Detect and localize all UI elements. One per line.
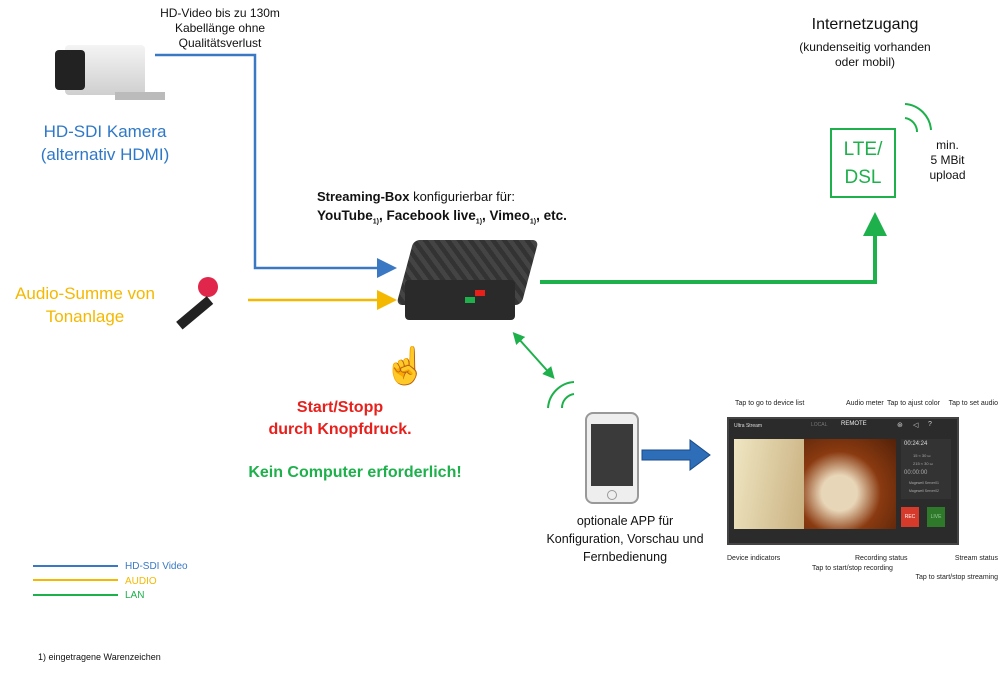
audio-icon[interactable]: ◁ xyxy=(913,422,919,429)
live-button[interactable]: LIVE xyxy=(927,507,945,527)
internet-sub-line2: oder mobil) xyxy=(834,55,896,69)
legend-lan: LAN xyxy=(125,590,145,601)
help-icon[interactable]: ? xyxy=(928,421,932,428)
annotation-start-recording: Tap to start/stop recording xyxy=(812,565,893,572)
annotation-device-list: Tap to go to device list xyxy=(735,400,805,407)
stream-server2: Magewell Server02 xyxy=(909,489,939,493)
upload-line1: min. xyxy=(936,138,959,152)
internet-sub-line1: (kundenseitig vorhanden xyxy=(799,40,931,54)
caption-line1: optionale APP für xyxy=(576,514,674,528)
start-line2: durch Knopfdruck. xyxy=(268,421,412,438)
wifi-link-arrow xyxy=(512,332,555,379)
footnote-mark: 1) xyxy=(372,218,379,226)
caption-line3: Fernbedienung xyxy=(582,550,668,564)
start-stop-text: Start/Stopp durch Knopfdruck. xyxy=(240,397,440,441)
legend: HD-SDI Video AUDIO LAN xyxy=(125,560,188,604)
app-tab-remote[interactable]: REMOTE xyxy=(841,421,867,427)
platform-facebook: Facebook live xyxy=(386,208,476,223)
annotation-recording-status: Recording status xyxy=(855,555,908,562)
app-caption: optionale APP für Konfiguration, Vorscha… xyxy=(530,512,720,566)
box-description: Streaming-Box konfigurierbar für: YouTub… xyxy=(317,189,567,226)
stream-server1: Magewell Server01 xyxy=(909,481,939,485)
rec-timer: 00:24:24 xyxy=(904,441,928,447)
rec-row2: 215 ≈ 30 ω xyxy=(913,461,933,466)
annotation-start-streaming: Tap to start/stop streaming xyxy=(915,574,998,581)
annotation-audio: Tap to set audio xyxy=(948,400,998,407)
video-line xyxy=(155,53,397,278)
start-line1: Start/Stopp xyxy=(296,399,384,416)
router-line1: LTE/ xyxy=(843,139,883,160)
camera-label-line2: (alternativ HDMI) xyxy=(40,145,170,164)
audio-label: Audio-Summe von Tonanlage xyxy=(10,282,160,328)
legend-audio: AUDIO xyxy=(125,575,157,587)
router-line2: DSL xyxy=(844,167,882,188)
note-line: Kabellänge ohne xyxy=(174,21,266,35)
upload-line3: upload xyxy=(929,168,966,182)
app-title: Ultra Stream xyxy=(734,423,763,429)
caption-line2: Konfiguration, Vorschau und xyxy=(546,532,704,546)
note-line: Qualitätsverlust xyxy=(178,36,262,50)
camera-image xyxy=(55,40,165,105)
footnote: 1) eingetragene Warenzeichen xyxy=(38,652,161,662)
internet-title: Internetzugang xyxy=(811,16,919,33)
footnote-mark: 1) xyxy=(529,218,537,226)
camera-label: HD-SDI Kamera (alternativ HDMI) xyxy=(20,120,190,166)
stream-timer: 00:00:00 xyxy=(904,470,928,476)
annotation-stream-status: Stream status xyxy=(954,555,998,562)
color-icon[interactable]: ⊛ xyxy=(897,422,903,429)
rec-button[interactable]: REC xyxy=(901,507,919,527)
platform-etc: etc. xyxy=(543,208,567,223)
annotation-device-indicators: Device indicators xyxy=(727,555,781,562)
lan-line xyxy=(540,212,887,284)
upload-note: min. 5 MBit upload xyxy=(920,138,975,183)
app-tab-local[interactable]: LOCAL xyxy=(811,422,828,428)
rec-row1: 15 ≈ 30 ω xyxy=(913,453,931,458)
footnote-mark: 1) xyxy=(475,218,483,226)
upload-line2: 5 MBit xyxy=(930,153,965,167)
legend-lines xyxy=(33,565,118,596)
internet-sub: (kundenseitig vorhanden oder mobil) xyxy=(780,40,950,70)
streaming-box-image xyxy=(396,235,539,325)
legend-video: HD-SDI Video xyxy=(125,561,188,572)
wifi-icon xyxy=(547,103,932,409)
audio-label-line1: Audio-Summe von xyxy=(15,284,155,303)
note-line: HD-Video bis zu 130m xyxy=(160,6,280,20)
camera-label-line1: HD-SDI Kamera xyxy=(43,122,167,141)
box-desc: konfigurierbar für: xyxy=(409,189,515,204)
video-preview xyxy=(734,439,896,529)
no-computer-text: Kein Computer erforderlich! xyxy=(248,464,462,481)
audio-label-line2: Tonanlage xyxy=(45,307,125,326)
platform-youtube: YouTube xyxy=(317,208,373,223)
forward-arrow xyxy=(641,439,711,471)
box-name: Streaming-Box xyxy=(317,189,410,204)
smartphone-image xyxy=(585,412,639,504)
annotation-color: Tap to ajust color xyxy=(887,400,940,407)
hand-pointer-icon: ☝ xyxy=(383,345,428,386)
app-screenshot: Ultra Stream LOCAL REMOTE ⊛ ◁ ? 00:24:24… xyxy=(727,417,959,545)
annotation-audio-meter: Audio meter xyxy=(846,400,884,407)
microphone-icon xyxy=(160,275,225,330)
lte-dsl-router: LTE/ DSL xyxy=(830,128,896,198)
camera-note: HD-Video bis zu 130m Kabellänge ohne Qua… xyxy=(150,6,290,51)
platform-vimeo: Vimeo xyxy=(489,208,530,223)
